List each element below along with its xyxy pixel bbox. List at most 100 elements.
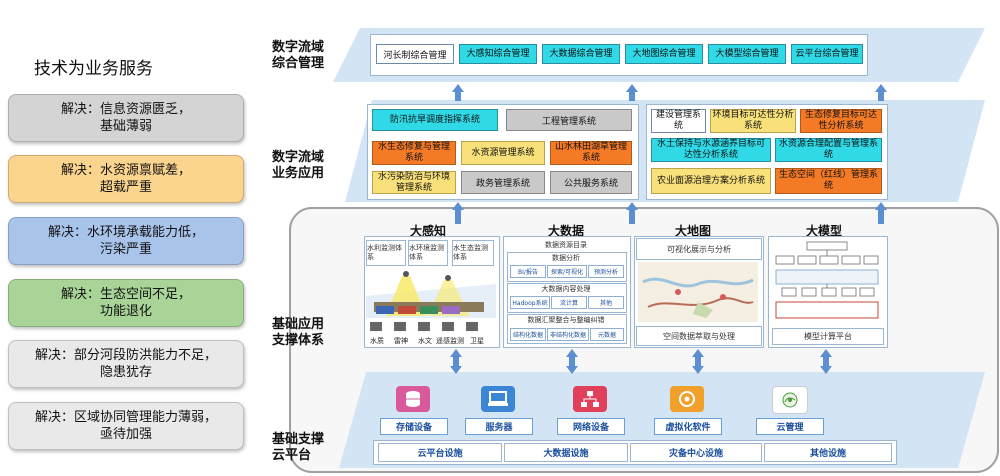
app-ecological-restoration: 水生态修复与管理系统 [372, 141, 456, 165]
layer-label-cloud: 基础支撑 云平台 [272, 432, 362, 464]
map-illustration [638, 262, 758, 322]
up-arrow-icon [626, 202, 638, 210]
solution-line1: 解决：水资源禀赋差， [60, 163, 191, 178]
sensing-title: 大感知 [410, 224, 447, 238]
app-soil-water-conservation: 水土保持与水源涵养目标可达性分析系统 [651, 138, 771, 162]
solution-line2: 基础薄弱 [99, 119, 152, 134]
model-illustration [775, 241, 879, 319]
solution-line2: 超载严重 [99, 180, 152, 195]
analysis-item: BI/报告 [510, 265, 546, 278]
solution-line2: 功能退化 [99, 304, 152, 319]
left-panel-title: 技术为业务服务 [34, 59, 153, 79]
top-box-bigdata: 大数据综合管理 [542, 44, 620, 64]
bigdata-processing: 大数据内容处理 [541, 285, 591, 293]
sensing-illustration [366, 271, 496, 318]
solution-line2: 污染严重 [99, 242, 152, 257]
bigdata-analysis: 数据分析 [552, 254, 580, 262]
map-visualization: 可视化展示与分析 [636, 238, 762, 260]
solution-line1: 解决：区域协同管理能力薄弱， [34, 410, 217, 425]
storage-icon [396, 386, 430, 412]
arrow-shaft [878, 92, 884, 101]
app-pollution-control: 水污染防治与环境管理系统 [372, 171, 456, 194]
app-water-resources: 水资源管理系统 [461, 141, 545, 165]
layer-label-line: 综合管理 [272, 56, 325, 71]
up-arrow-icon [626, 84, 638, 92]
solution-box-water-resources: 解决：水资源禀赋差， 超载严重 [8, 155, 244, 203]
integration-item: 非结构化数据 [547, 328, 589, 341]
model-compute-platform: 模型计算平台 [772, 328, 884, 345]
double-arrow-icon [692, 349, 704, 374]
processing-item: 流计算 [551, 296, 587, 309]
up-arrow-icon [452, 84, 464, 92]
solution-box-information: 解决：信息资源匮乏， 基础薄弱 [8, 94, 244, 142]
sensing-net-water: 水利监测体系 [366, 240, 406, 266]
top-box-sensing: 大感知综合管理 [459, 44, 537, 64]
device-label: 水质 [370, 337, 384, 345]
app-engineering: 工程管理系统 [506, 109, 632, 131]
layer-label-line: 数字流域 [272, 150, 325, 165]
arrow-shaft [455, 210, 461, 224]
solution-box-flood-control: 解决：部分河段防洪能力不足， 隐患犹存 [8, 340, 244, 388]
solution-line1: 解决：部分河段防洪能力不足， [34, 348, 217, 363]
integration-item: 结构化数据 [510, 328, 546, 341]
device-icon [466, 322, 478, 331]
device-virtualization-label: 虚拟化软件 [654, 418, 722, 435]
device-icon [394, 322, 406, 331]
device-icon [442, 322, 454, 331]
processing-item: Hadoop系统 [510, 296, 550, 309]
map-title: 大地图 [675, 224, 712, 238]
sensing-net-environment: 水环境监测体系 [408, 240, 448, 266]
double-arrow-icon [450, 349, 462, 374]
solution-box-water-environment: 解决：水环境承载能力低，污染严重 [8, 217, 244, 265]
device-icon [370, 322, 382, 331]
bigdata-catalog: 数据资源目录 [545, 241, 587, 249]
app-flood-control: 防汛抗旱调度指挥系统 [372, 109, 498, 131]
arrow-shaft [878, 210, 884, 224]
app-construction: 建设管理系统 [651, 109, 706, 133]
virtualization-icon [670, 386, 704, 412]
solution-box-ecological-space: 解决：生态空间不足， 功能退化 [8, 279, 244, 327]
device-server-label: 服务器 [465, 418, 533, 435]
top-box-map: 大地图综合管理 [625, 44, 703, 64]
network-icon [573, 386, 607, 412]
facility-disaster-recovery: 灾备中心设施 [630, 443, 762, 462]
facility-cloud-platform: 云平台设施 [378, 443, 502, 462]
arrow-shaft [629, 92, 635, 101]
device-label: 水文 [418, 337, 432, 345]
device-storage-label: 存储设备 [380, 418, 448, 435]
solution-line2: 隐患犹存 [99, 365, 152, 380]
device-icon [418, 322, 430, 331]
layer-label-line: 云平台 [272, 448, 312, 463]
app-mountain-river: 山水林田湖草管理系统 [550, 141, 632, 165]
device-label: 遥感监测 [436, 337, 464, 345]
up-arrow-icon [875, 84, 887, 92]
facility-other: 其他设施 [764, 443, 892, 462]
top-box-river-chief: 河长制综合管理 [376, 44, 454, 64]
device-network-label: 网络设备 [557, 418, 625, 435]
layer-label-business: 数字流域 业务应用 [272, 150, 362, 182]
up-arrow-icon [452, 202, 464, 210]
cloud-management-icon [772, 386, 808, 414]
server-icon [481, 386, 515, 412]
solution-line1: 解决：信息资源匮乏， [60, 102, 191, 117]
layer-label-comprehensive: 数字流域 综合管理 [272, 40, 362, 72]
layer-label-line: 基础支撑 [272, 432, 325, 447]
solution-box-regional-coordination: 解决：区域协同管理能力薄弱，亟待加强 [8, 402, 244, 450]
app-ecological-redline: 生态空间（红线）管理系统 [775, 168, 882, 194]
device-cloud-management-label: 云管理 [756, 418, 824, 435]
bigdata-integration: 数据汇聚整合与整编纠错 [527, 316, 605, 324]
app-government: 政务管理系统 [461, 171, 545, 194]
integration-item: 元数据 [590, 328, 624, 341]
solution-line1: 解决：生态空间不足， [60, 287, 191, 302]
double-arrow-icon [566, 349, 578, 374]
double-arrow-icon [820, 349, 832, 374]
sensing-device-row [368, 322, 494, 336]
top-box-cloud: 云平台综合管理 [791, 44, 863, 64]
device-label: 雷神 [394, 337, 408, 345]
analysis-item: 探索/可视化 [547, 265, 587, 278]
model-title: 大模型 [806, 224, 843, 238]
app-ecology-target: 生态修复目标可达性分析系统 [800, 109, 882, 133]
device-label: 卫星 [470, 337, 484, 345]
bigdata-title: 大数据 [548, 224, 585, 238]
